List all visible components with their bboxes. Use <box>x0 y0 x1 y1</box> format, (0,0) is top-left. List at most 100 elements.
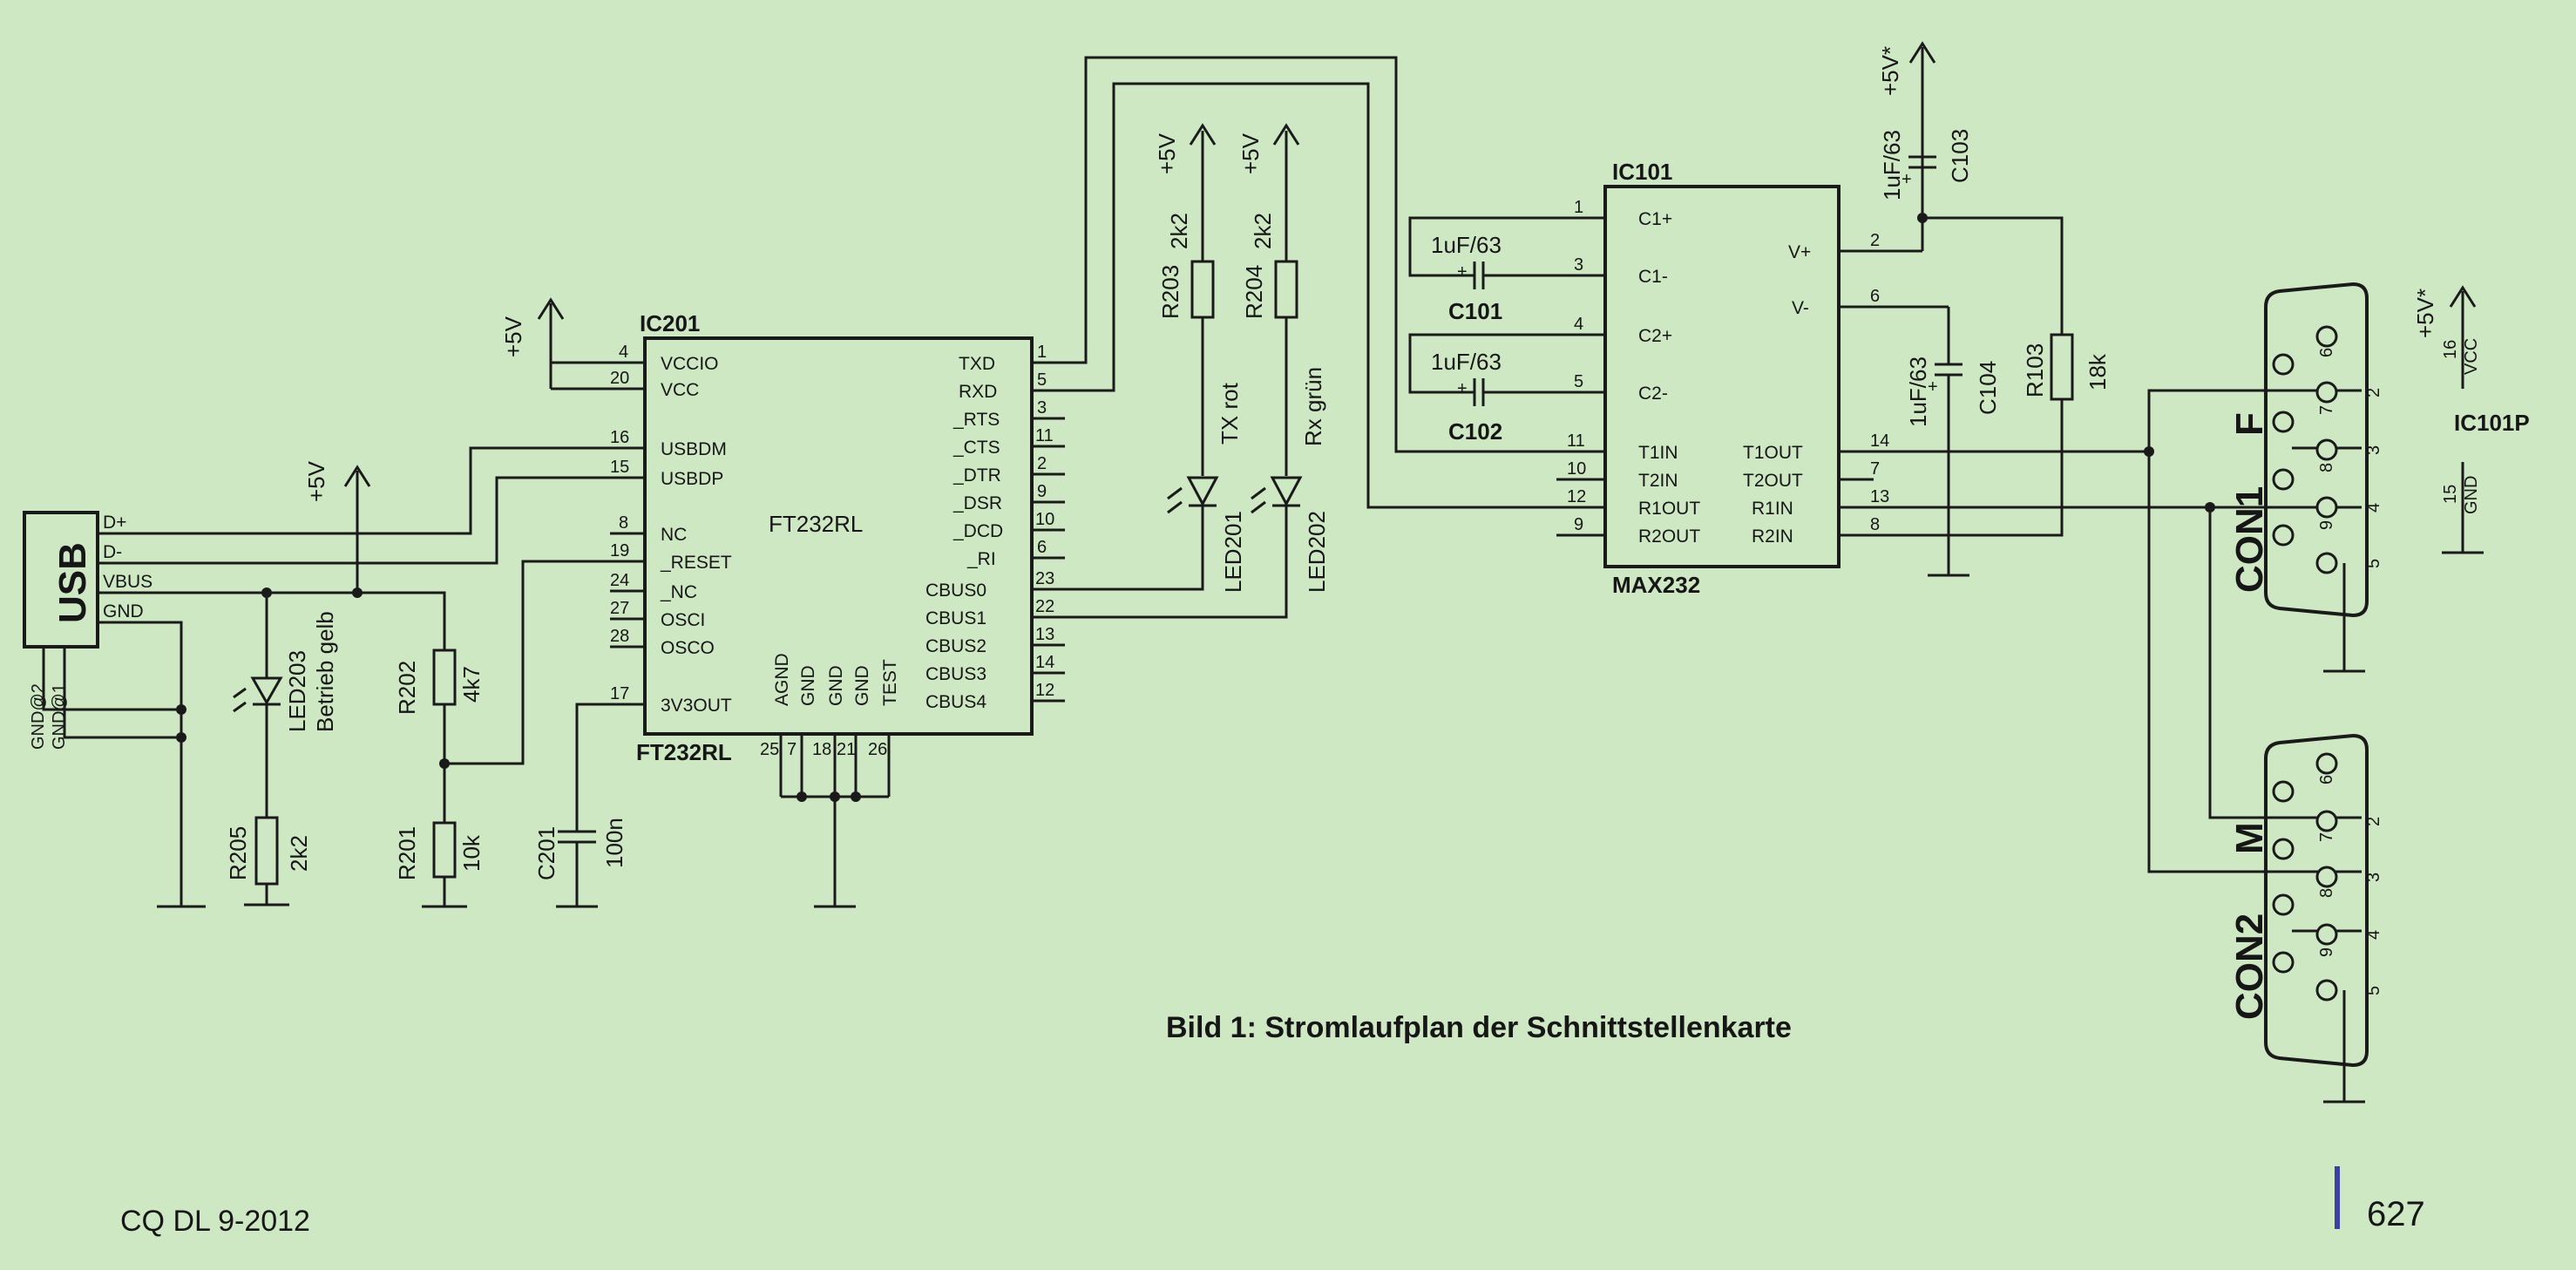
ic201-pin-gnd-7: GND <box>798 665 818 706</box>
c101-ref: C101 <box>1448 298 1502 324</box>
ic201-pin-num-8: 8 <box>619 513 628 533</box>
ic201-pin-dtr: _DTR <box>952 465 1001 486</box>
con2-pin-2: 2 <box>2364 817 2383 826</box>
con2-pin-5: 5 <box>2364 986 2383 995</box>
ic101-pin-t2in: T2IN <box>1638 471 1678 491</box>
usb-connector-label: USB <box>51 542 94 623</box>
ic201-pin-num-10: 10 <box>1035 510 1054 529</box>
c201-ref: C201 <box>533 826 559 880</box>
ic201-pin-num-17: 17 <box>610 684 629 703</box>
ic201-pin-num-18: 18 <box>812 740 831 759</box>
ic201-pin-num-21: 21 <box>837 740 856 759</box>
c101-plus-sign: + <box>1457 262 1468 282</box>
usb-wires <box>42 446 610 908</box>
ic201-pin-num-22: 22 <box>1035 597 1054 616</box>
ic201-pin-nc2: _NC <box>660 582 697 602</box>
c103-branch: + +5V* 1uF/63 C103 <box>1877 41 2064 335</box>
ic201-pin-cbus4: CBUS4 <box>925 692 986 712</box>
usb-pin-dminus: D- <box>103 542 122 562</box>
ic201-pin-num-23: 23 <box>1035 569 1054 588</box>
ic201-pin-test: TEST <box>880 659 900 706</box>
ic101-pin-num-5: 5 <box>1574 372 1583 391</box>
con2-connector: 6 2 7 3 8 4 9 5 CON2 M <box>2228 733 2383 1104</box>
led203-ref: LED203 <box>284 650 310 732</box>
ic101-ref: IC101 <box>1612 159 1672 185</box>
ic101-pin-num-3: 3 <box>1574 255 1583 275</box>
usb-connector: USB D+ D- VBUS GND GND@2 GND@1 <box>23 511 153 750</box>
ic201: IC201 FT232RL FT232RL 4 20 16 15 8 19 24… <box>610 310 1065 908</box>
ic201-pin-dcd: _DCD <box>952 521 1003 541</box>
ic201-pin-vcc: VCC <box>661 380 699 400</box>
ic201-pin-num-9: 9 <box>1037 482 1047 501</box>
r103-ref: R103 <box>2022 343 2048 397</box>
con2-tag: M <box>2228 822 2271 854</box>
usb-pin-gnd1: GND@1 <box>50 683 69 750</box>
r202-symbol <box>432 649 457 706</box>
ic201-ref: IC201 <box>640 310 700 336</box>
ic101-pin-num-7: 7 <box>1870 459 1880 479</box>
c104-plus-sign: + <box>1928 377 1938 397</box>
c102-plus-sign: + <box>1457 379 1468 398</box>
ic101-pin-t1in: T1IN <box>1638 443 1678 463</box>
ic201-pin-num-16: 16 <box>610 428 629 447</box>
c201-branch: C201 100n <box>533 703 627 908</box>
led201-desc: TX rot <box>1217 382 1243 445</box>
ic101-pin-c2minus: C2- <box>1638 384 1668 404</box>
ic201-pin-ri: _RI <box>966 549 996 569</box>
ic101-pin-vplus: V+ <box>1788 242 1811 262</box>
ic201-pin-3v3out: 3V3OUT <box>661 696 732 716</box>
ic201-pin-nc: NC <box>661 525 687 545</box>
ic201-pin-num-19: 19 <box>610 541 629 560</box>
led203-symbol <box>250 676 283 706</box>
r204-value: 2k2 <box>1250 213 1276 249</box>
con1-pin-3: 3 <box>2364 445 2383 455</box>
c104-branch: + 1uF/63 C104 <box>1905 307 2001 577</box>
ic201-pin-usbdp: USBDP <box>661 469 723 489</box>
r203-5v-label: +5V <box>1154 132 1180 174</box>
r202-value: 4k7 <box>458 666 485 703</box>
ic101-pin-num-11: 11 <box>1567 431 1585 451</box>
ic201-pin-num-7: 7 <box>787 740 797 759</box>
ic201-pin-vccio: VCCIO <box>661 354 719 374</box>
con1-pin-7: 7 <box>2317 405 2336 415</box>
ic201-pin-num-1: 1 <box>1037 343 1047 362</box>
ic201-pin-num-2: 2 <box>1037 454 1047 473</box>
ic201-part: FT232RL <box>636 739 732 765</box>
ic201-pin-cbus3: CBUS3 <box>925 664 986 684</box>
c103-plus-sign: + <box>1901 170 1912 189</box>
ic201-pin-usbdm: USBDM <box>661 439 727 459</box>
ic201-body <box>643 336 1034 736</box>
ic101-pin-vminus: V- <box>1792 298 1809 318</box>
ic201-pin-gnd-18: GND <box>826 665 846 706</box>
ic201-pin-cbus2: CBUS2 <box>925 636 986 656</box>
r201-ref: R201 <box>394 826 420 880</box>
ic201-pin-num-5: 5 <box>1037 370 1047 390</box>
con1-pin-9: 9 <box>2317 520 2336 530</box>
ic101-pin-num-6: 6 <box>1870 287 1880 306</box>
ic201-pin-num-25: 25 <box>760 740 779 759</box>
ic201-pin-cbus0: CBUS0 <box>925 581 986 601</box>
c201-value: 100n <box>601 818 627 868</box>
r203-value: 2k2 <box>1166 213 1192 249</box>
vbus-5v: +5V <box>303 460 371 593</box>
ic101-pin-num-1: 1 <box>1574 198 1583 217</box>
ic101-pin-num-14: 14 <box>1870 431 1889 451</box>
led202-symbol <box>1270 476 1303 507</box>
ic201-pin-num-27: 27 <box>610 599 629 618</box>
figure-caption: Bild 1: Stromlaufplan der Schnittstellen… <box>1166 1011 1792 1044</box>
ic101-pin-num-8: 8 <box>1870 515 1880 534</box>
ic201-pin-osci: OSCI <box>661 610 705 630</box>
con1-pin-6: 6 <box>2317 348 2336 357</box>
ic101-body <box>1603 185 1840 568</box>
ic101p-ref: IC101P <box>2454 410 2530 436</box>
ic201-pin-num-24: 24 <box>610 571 629 590</box>
ic201-pin-agnd: AGND <box>772 653 792 706</box>
con1-shell <box>2264 282 2369 618</box>
ic201-center-label: FT232RL <box>769 511 863 537</box>
r203-ref: R203 <box>1157 265 1183 319</box>
ic201-pin-num-4: 4 <box>619 343 628 362</box>
ic201-pin-num-3: 3 <box>1037 398 1047 418</box>
ic101p: +5V* 16 VCC IC101P 15 GND <box>2412 285 2530 554</box>
ic201-pin-reset: _RESET <box>660 553 732 573</box>
